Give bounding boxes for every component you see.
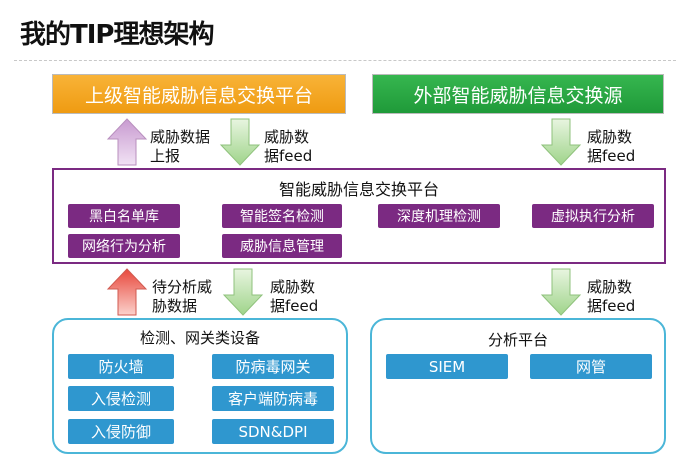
feed-down-label: 威胁数 据feed xyxy=(587,278,635,316)
module-blacklist: 黑白名单库 xyxy=(68,204,180,228)
device-ids: 入侵检测 xyxy=(68,386,174,411)
module-sandbox: 虚拟执行分析 xyxy=(532,204,654,228)
devices-group: 检测、网关类设备 防火墙 防病毒网关 入侵检测 客户端防病毒 入侵防御 SDN&… xyxy=(52,318,348,454)
center-platform: 智能威胁信息交换平台 黑白名单库 智能签名检测 深度机理检测 虚拟执行分析 网络… xyxy=(52,168,666,264)
divider xyxy=(14,60,676,61)
analysis-nms: 网管 xyxy=(530,354,652,379)
analysis-siem: SIEM xyxy=(386,354,508,379)
pending-up-label: 待分析威 胁数据 xyxy=(152,278,212,316)
label-line: 威胁数据 xyxy=(150,128,211,146)
devices-group-title: 检测、网关类设备 xyxy=(139,329,260,347)
label-line: 上报 xyxy=(150,147,181,165)
label-line: 威胁数 xyxy=(587,128,633,146)
label-line: 胁数据 xyxy=(152,297,198,315)
analysis-group: 分析平台 SIEM 网管 xyxy=(370,318,666,454)
external-source-box: 外部智能威胁信息交换源 xyxy=(372,74,664,114)
module-signature: 智能签名检测 xyxy=(222,204,342,228)
pending-up-arrow xyxy=(106,268,148,316)
device-av-gateway: 防病毒网关 xyxy=(212,354,334,379)
label-line: 待分析威 xyxy=(152,278,213,296)
device-firewall: 防火墙 xyxy=(68,354,174,379)
analysis-group-title: 分析平台 xyxy=(487,331,548,349)
device-sdn-dpi: SDN&DPI xyxy=(212,419,334,444)
upper-platform-box: 上级智能威胁信息交换平台 xyxy=(52,74,346,114)
label-line: 威胁数 xyxy=(587,278,633,296)
center-platform-title: 智能威胁信息交换平台 xyxy=(278,180,439,199)
module-deep-analysis: 深度机理检测 xyxy=(378,204,500,228)
label-line: 据feed xyxy=(587,147,636,165)
feed-down-arrow xyxy=(219,118,261,166)
report-up-label: 威胁数据 上报 xyxy=(150,128,210,166)
label-line: 据feed xyxy=(264,147,313,165)
module-network-behavior: 网络行为分析 xyxy=(68,234,180,258)
label-line: 威胁数 xyxy=(264,128,310,146)
feed-down-label: 威胁数 据feed xyxy=(587,128,635,166)
feed-down-arrow xyxy=(540,118,582,166)
device-ips: 入侵防御 xyxy=(68,419,174,444)
report-up-arrow xyxy=(106,118,148,166)
device-client-av: 客户端防病毒 xyxy=(212,386,334,411)
label-line: 据feed xyxy=(587,297,636,315)
feed-down-arrow xyxy=(540,268,582,316)
module-threat-management: 威胁信息管理 xyxy=(222,234,342,258)
label-line: 威胁数 xyxy=(270,278,316,296)
page-title: 我的TIP理想架构 xyxy=(20,20,214,50)
label-line: 据feed xyxy=(270,297,319,315)
feed-down-label: 威胁数 据feed xyxy=(264,128,312,166)
feed-down-arrow xyxy=(222,268,264,316)
feed-down-label: 威胁数 据feed xyxy=(270,278,318,316)
